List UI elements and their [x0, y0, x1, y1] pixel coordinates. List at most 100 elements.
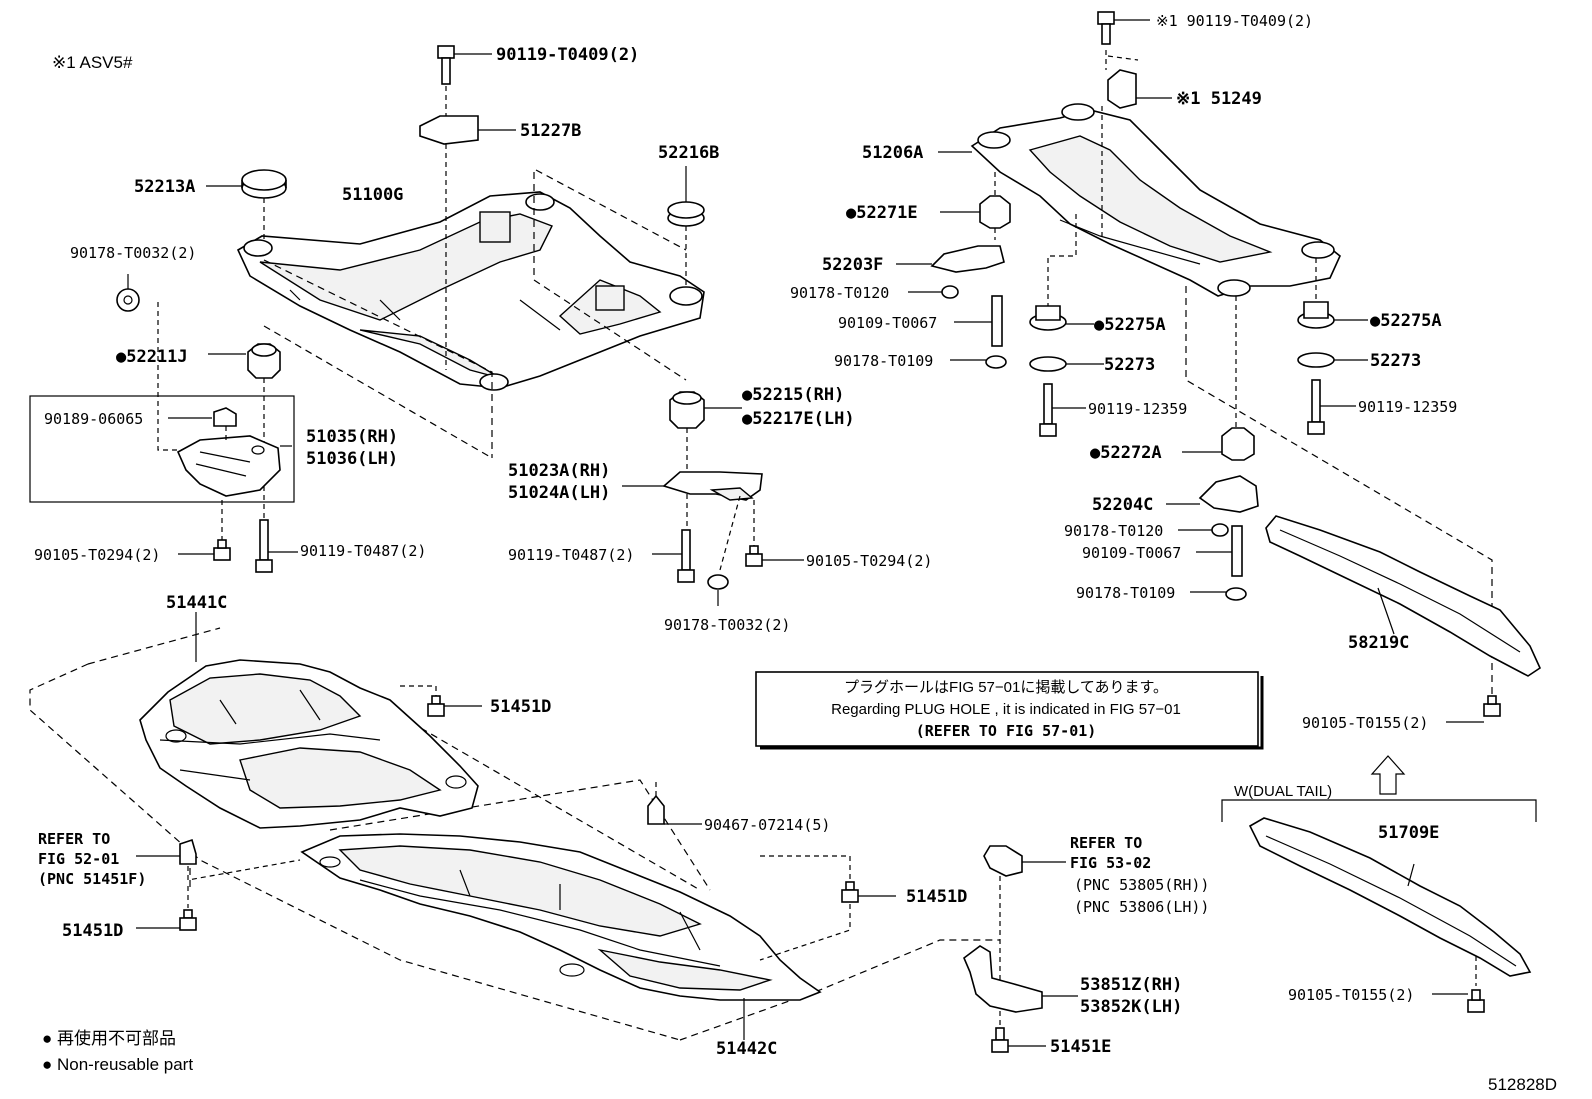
- nut-90178-T0109-left: [950, 355, 1007, 369]
- label-51227B: 51227B: [520, 121, 581, 141]
- label-90119-T0487-center: 90119-T0487(2): [508, 546, 634, 564]
- label-52273-center: 52273: [1104, 355, 1155, 375]
- label-refer-53-line1: REFER TO: [1070, 834, 1142, 852]
- label-51035: 51035(RH): [306, 427, 398, 447]
- label-51036: 51036(LH): [306, 449, 398, 469]
- label-51451D-upper: 51451D: [490, 697, 551, 717]
- part-51227B: [419, 115, 516, 145]
- label-52215: ●52215(RH): [742, 385, 844, 405]
- label-51024A: 51024A(LH): [508, 483, 610, 503]
- bolt-51451D-left: [136, 886, 197, 931]
- label-90119-T0409-right: ※1 90119-T0409(2): [1156, 12, 1313, 30]
- part-52275A-center: [1029, 214, 1094, 331]
- label-52203F: 52203F: [822, 255, 883, 275]
- label-refer-52-line3: (PNC 51451F): [38, 870, 146, 888]
- notice-line-jp: プラグホールはFIG 57−01に掲載してあります。: [844, 679, 1168, 696]
- part-52273-center: [1029, 356, 1104, 372]
- front-crossmember-51100G: [236, 191, 705, 391]
- clip-51451F: [136, 838, 301, 881]
- label-51451D-right: 51451D: [906, 887, 967, 907]
- part-labels: 90119-T0409(2) 51227B 52213A 51100G 5221…: [34, 12, 1457, 1059]
- label-51709E: 51709E: [1378, 823, 1439, 843]
- label-refer-53-line4: (PNC 53806(LH)): [1074, 898, 1209, 916]
- label-refer-53-line3: (PNC 53805(RH)): [1074, 876, 1209, 894]
- label-90119-T0487-left: 90119-T0487(2): [300, 542, 426, 560]
- part-52272A: [1182, 296, 1255, 461]
- bolt-90119-12359-right: [1307, 379, 1356, 435]
- bolt-90105-T0155-lower: [1432, 956, 1485, 1013]
- part-52215-52217E: [669, 391, 742, 470]
- bolt-51451D-right: [759, 855, 896, 961]
- part-52271E: [940, 172, 1011, 240]
- label-refer-52-line2: FIG 52-01: [38, 850, 119, 868]
- label-90178-T0109-right: 90178-T0109: [1076, 584, 1175, 602]
- label-53852K: 53852K(LH): [1080, 997, 1182, 1017]
- label-90178-T0120-left: 90178-T0120: [790, 284, 889, 302]
- part-51023A-51024A: [622, 471, 763, 571]
- legend-line-en: ● Non-reusable part: [42, 1055, 193, 1074]
- label-52211J: ●52211J: [116, 347, 188, 367]
- clip-90467-07214: [647, 780, 702, 825]
- label-90178-T0109-left: 90178-T0109: [834, 352, 933, 370]
- label-52216B: 52216B: [658, 143, 719, 163]
- label-90119-12359-right: 90119-12359: [1358, 398, 1457, 416]
- part-53851Z-53852K: [963, 945, 1078, 1013]
- label-refer-52-line1: REFER TO: [38, 830, 110, 848]
- bolt-90119-T0487-left: [255, 519, 298, 573]
- part-51249: [1101, 50, 1172, 240]
- rear-crossmember-51206A: [938, 103, 1341, 297]
- label-52275A-center: ●52275A: [1094, 315, 1166, 335]
- part-51441C: [139, 612, 479, 829]
- label-51100G: 51100G: [342, 185, 403, 205]
- part-51709E: [1248, 817, 1532, 977]
- label-51023A: 51023A(RH): [508, 461, 610, 481]
- label-52213A: 52213A: [134, 177, 195, 197]
- nut-90178-T0032-center: [707, 574, 729, 606]
- label-52204C: 52204C: [1092, 495, 1153, 515]
- label-58219C: 58219C: [1348, 633, 1409, 653]
- notice-box: プラグホールはFIG 57−01に掲載してあります。 Regarding PLU…: [755, 671, 1264, 750]
- label-refer-53-line2: FIG 53-02: [1070, 854, 1151, 872]
- bolt-51451D-upper: [400, 685, 482, 717]
- bolt-90119-T0409-left: [437, 45, 492, 370]
- label-90119-12359-center: 90119-12359: [1088, 400, 1187, 418]
- part-52213A: [206, 169, 287, 240]
- label-90189-06065: 90189-06065: [44, 410, 143, 428]
- part-52211J: [208, 343, 281, 520]
- label-53851Z: 53851Z(RH): [1080, 975, 1182, 995]
- label-52273-right: 52273: [1370, 351, 1421, 371]
- part-52216B: [667, 166, 705, 286]
- bolt-90119-T0409-right: [1097, 11, 1150, 45]
- stud-90109-T0067-left: [954, 295, 1003, 347]
- label-52271E: ●52271E: [846, 203, 918, 223]
- bolt-90105-T0155-upper: [1446, 695, 1501, 723]
- group-box-51035: [29, 395, 295, 503]
- bolt-51451E: [991, 1027, 1046, 1053]
- bolt-90119-T0487-center: [652, 529, 695, 583]
- label-52272A: ●52272A: [1090, 443, 1162, 463]
- up-arrow-icon: [1370, 755, 1406, 795]
- bolt-90105-T0294-left: [178, 500, 231, 561]
- dual-tail-bracket: [1221, 799, 1537, 822]
- dual-tail-label: W(DUAL TAIL): [1234, 783, 1332, 800]
- label-90105-T0155-lower: 90105-T0155(2): [1288, 986, 1414, 1004]
- label-52275A-right: ●52275A: [1370, 311, 1442, 331]
- nut-90178-T0120-left: [908, 285, 959, 299]
- label-90109-T0067-right: 90109-T0067: [1082, 544, 1181, 562]
- nut-90178-T0120-right: [1178, 523, 1229, 537]
- part-58219C: [1265, 515, 1542, 677]
- clip-90189-06065: [168, 407, 237, 440]
- part-52275A-right: [1297, 258, 1368, 329]
- label-51441C: 51441C: [166, 593, 227, 613]
- nut-90178-T0032-left: [116, 274, 188, 451]
- bolt-90105-T0294-center: [745, 545, 804, 567]
- stud-90109-T0067-right: [1196, 525, 1243, 577]
- model-note: ※1 ASV5#: [52, 53, 133, 72]
- label-90119-T0409-left: 90119-T0409(2): [496, 45, 639, 65]
- label-52217E: ●52217E(LH): [742, 409, 855, 429]
- part-52203F: [896, 245, 1005, 273]
- part-52273-right: [1297, 352, 1368, 368]
- label-51442C: 51442C: [716, 1039, 777, 1059]
- notice-line-en: Regarding PLUG HOLE , it is indicated in…: [831, 701, 1181, 718]
- notice-line-refer: (REFER TO FIG 57-01): [916, 722, 1097, 740]
